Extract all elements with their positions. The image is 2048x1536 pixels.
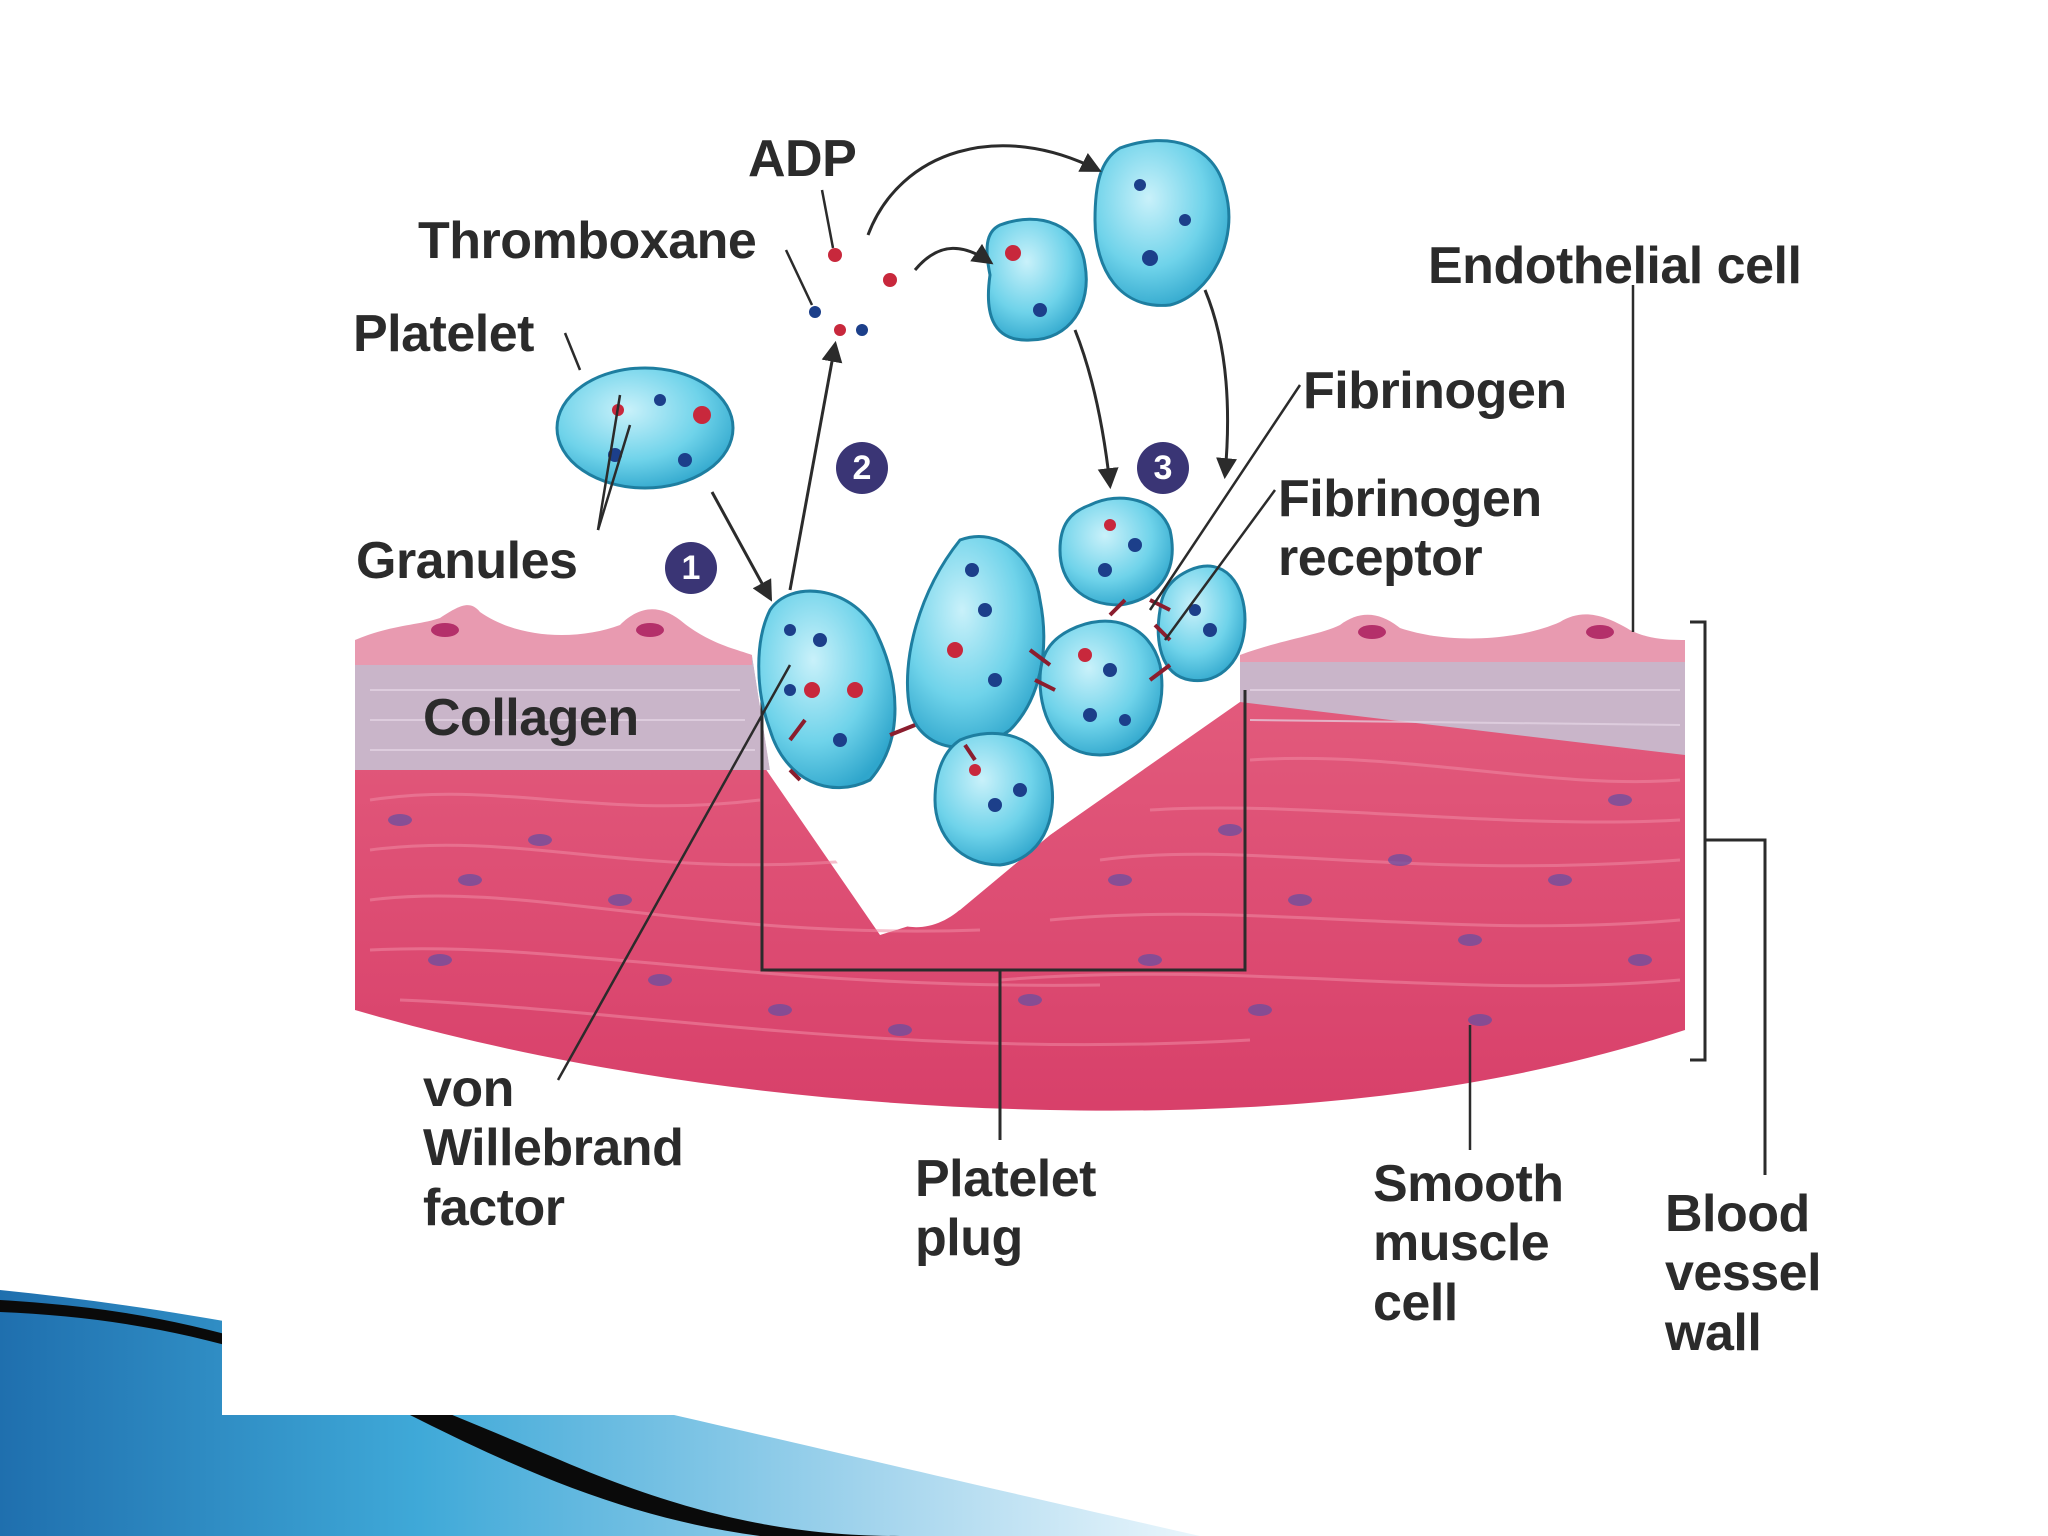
platelet-plug-bracket <box>760 690 1247 972</box>
platelet-aggregate-2 <box>1058 496 1174 607</box>
platelet-aggregate-4 <box>1156 564 1247 683</box>
collagen-layer <box>355 655 770 770</box>
label-endothelial-cell: Endothelial cell <box>1428 237 1802 295</box>
platelet-aggregate-3 <box>1038 619 1164 757</box>
endothelium-layer <box>355 605 752 665</box>
step-1-badge: 1 <box>665 542 717 594</box>
label-smooth-muscle-cell: Smooth muscle cell <box>1373 1155 1564 1332</box>
fibrinogen-bridges <box>788 598 1172 782</box>
label-granules: Granules <box>356 532 578 590</box>
platelet-recruited-small <box>985 217 1088 342</box>
label-blood-vessel-wall: Blood vessel wall <box>1665 1185 1822 1362</box>
leader-lines <box>556 189 1635 1150</box>
process-arrows <box>710 144 1237 602</box>
label-platelet: Platelet <box>353 305 534 363</box>
label-collagen: Collagen <box>423 689 639 747</box>
label-platelet-plug: Platelet plug <box>915 1150 1096 1268</box>
released-chemicals <box>809 248 897 336</box>
label-von-willebrand-factor: von Willebrand factor <box>423 1060 684 1237</box>
platelet-recruited-large <box>1093 139 1231 307</box>
smooth-muscle-layer <box>355 700 1685 1111</box>
label-adp: ADP <box>748 130 857 188</box>
platelet-free <box>555 366 735 490</box>
label-thromboxane: Thromboxane <box>418 212 757 270</box>
swoosh-dark <box>0 1300 900 1536</box>
label-fibrinogen-receptor: Fibrinogen receptor <box>1278 470 1542 588</box>
step-3-badge: 3 <box>1137 442 1189 494</box>
vessel-wall-bracket <box>1690 620 1707 1062</box>
platelet-aggregate-5 <box>933 732 1055 867</box>
step-2-badge: 2 <box>836 442 888 494</box>
platelet-aggregate-1 <box>906 534 1046 749</box>
label-fibrinogen: Fibrinogen <box>1303 362 1567 420</box>
